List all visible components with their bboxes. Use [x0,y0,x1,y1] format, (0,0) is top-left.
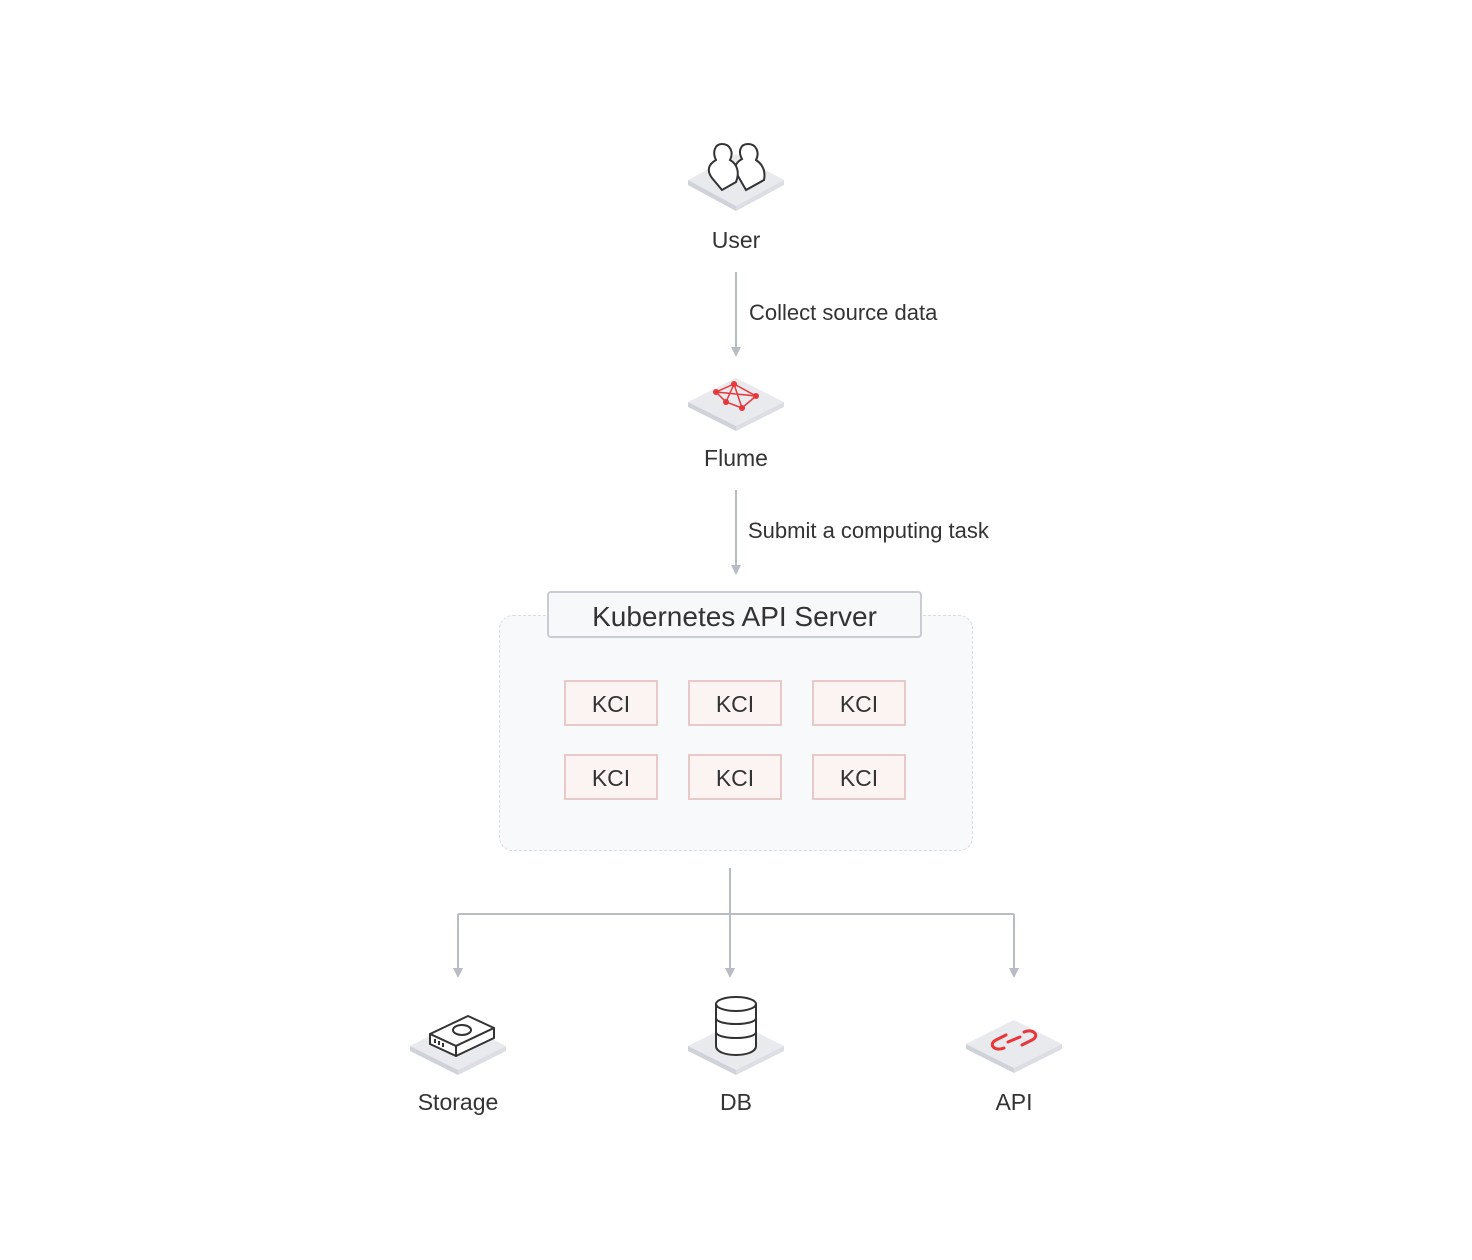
kci-instance: KCI [812,754,906,800]
edge-k8s-outputs [453,868,1019,978]
kci-instance: KCI [564,680,658,726]
kci-instance: KCI [688,754,782,800]
database-icon [688,996,784,1075]
node-label-user: User [711,227,761,253]
kci-instance: KCI [564,754,658,800]
node-label-storage: Storage [417,1089,499,1115]
node-label-flume: Flume [704,445,768,471]
cluster-title: Kubernetes API Server [547,591,922,638]
kci-instance: KCI [688,680,782,726]
kubernetes-cluster-area [499,615,973,851]
node-label-api: API [995,1089,1033,1115]
flume-network-icon [688,378,784,431]
edge-label-submit: Submit a computing task [748,518,989,543]
api-link-icon [966,1020,1062,1073]
kci-instance: KCI [812,680,906,726]
node-label-db: DB [720,1089,752,1115]
edge-label-collect: Collect source data [749,300,938,325]
storage-disk-icon [410,1015,506,1075]
users-icon [688,142,784,211]
